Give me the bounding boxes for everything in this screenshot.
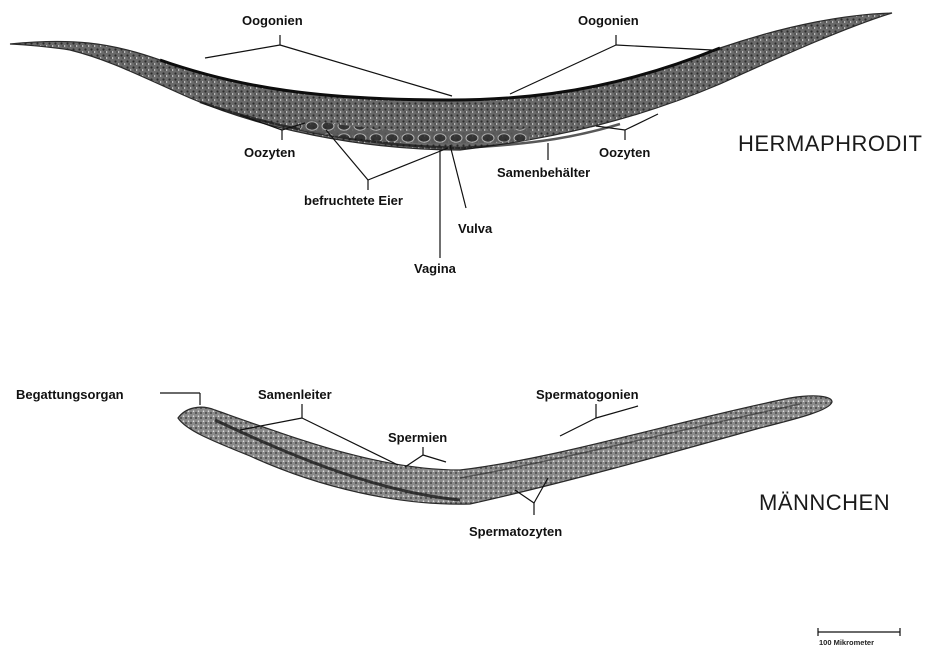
scale-bar: [818, 628, 900, 636]
label-oozyten-right: Oozyten: [599, 146, 650, 159]
male-worm: [178, 396, 832, 504]
label-befruchtete-eier: befruchtete Eier: [304, 194, 403, 207]
label-spermatogonien: Spermatogonien: [536, 388, 639, 401]
label-vulva: Vulva: [458, 222, 492, 235]
label-oozyten-left: Oozyten: [244, 146, 295, 159]
label-vagina: Vagina: [414, 262, 456, 275]
label-begattungsorgan: Begattungsorgan: [16, 388, 124, 401]
label-spermien: Spermien: [388, 431, 447, 444]
hermaphrodite-title: HERMAPHRODIT: [738, 133, 922, 155]
hermaphrodite-worm: [10, 13, 892, 150]
label-samenleiter: Samenleiter: [258, 388, 332, 401]
scale-bar-label: 100 Mikrometer: [819, 639, 874, 647]
male-title: MÄNNCHEN: [759, 492, 890, 514]
label-oogonien-right: Oogonien: [578, 14, 639, 27]
label-oogonien-left: Oogonien: [242, 14, 303, 27]
label-spermatozyten: Spermatozyten: [469, 525, 562, 538]
label-samenbehaelter: Samenbehälter: [497, 166, 590, 179]
